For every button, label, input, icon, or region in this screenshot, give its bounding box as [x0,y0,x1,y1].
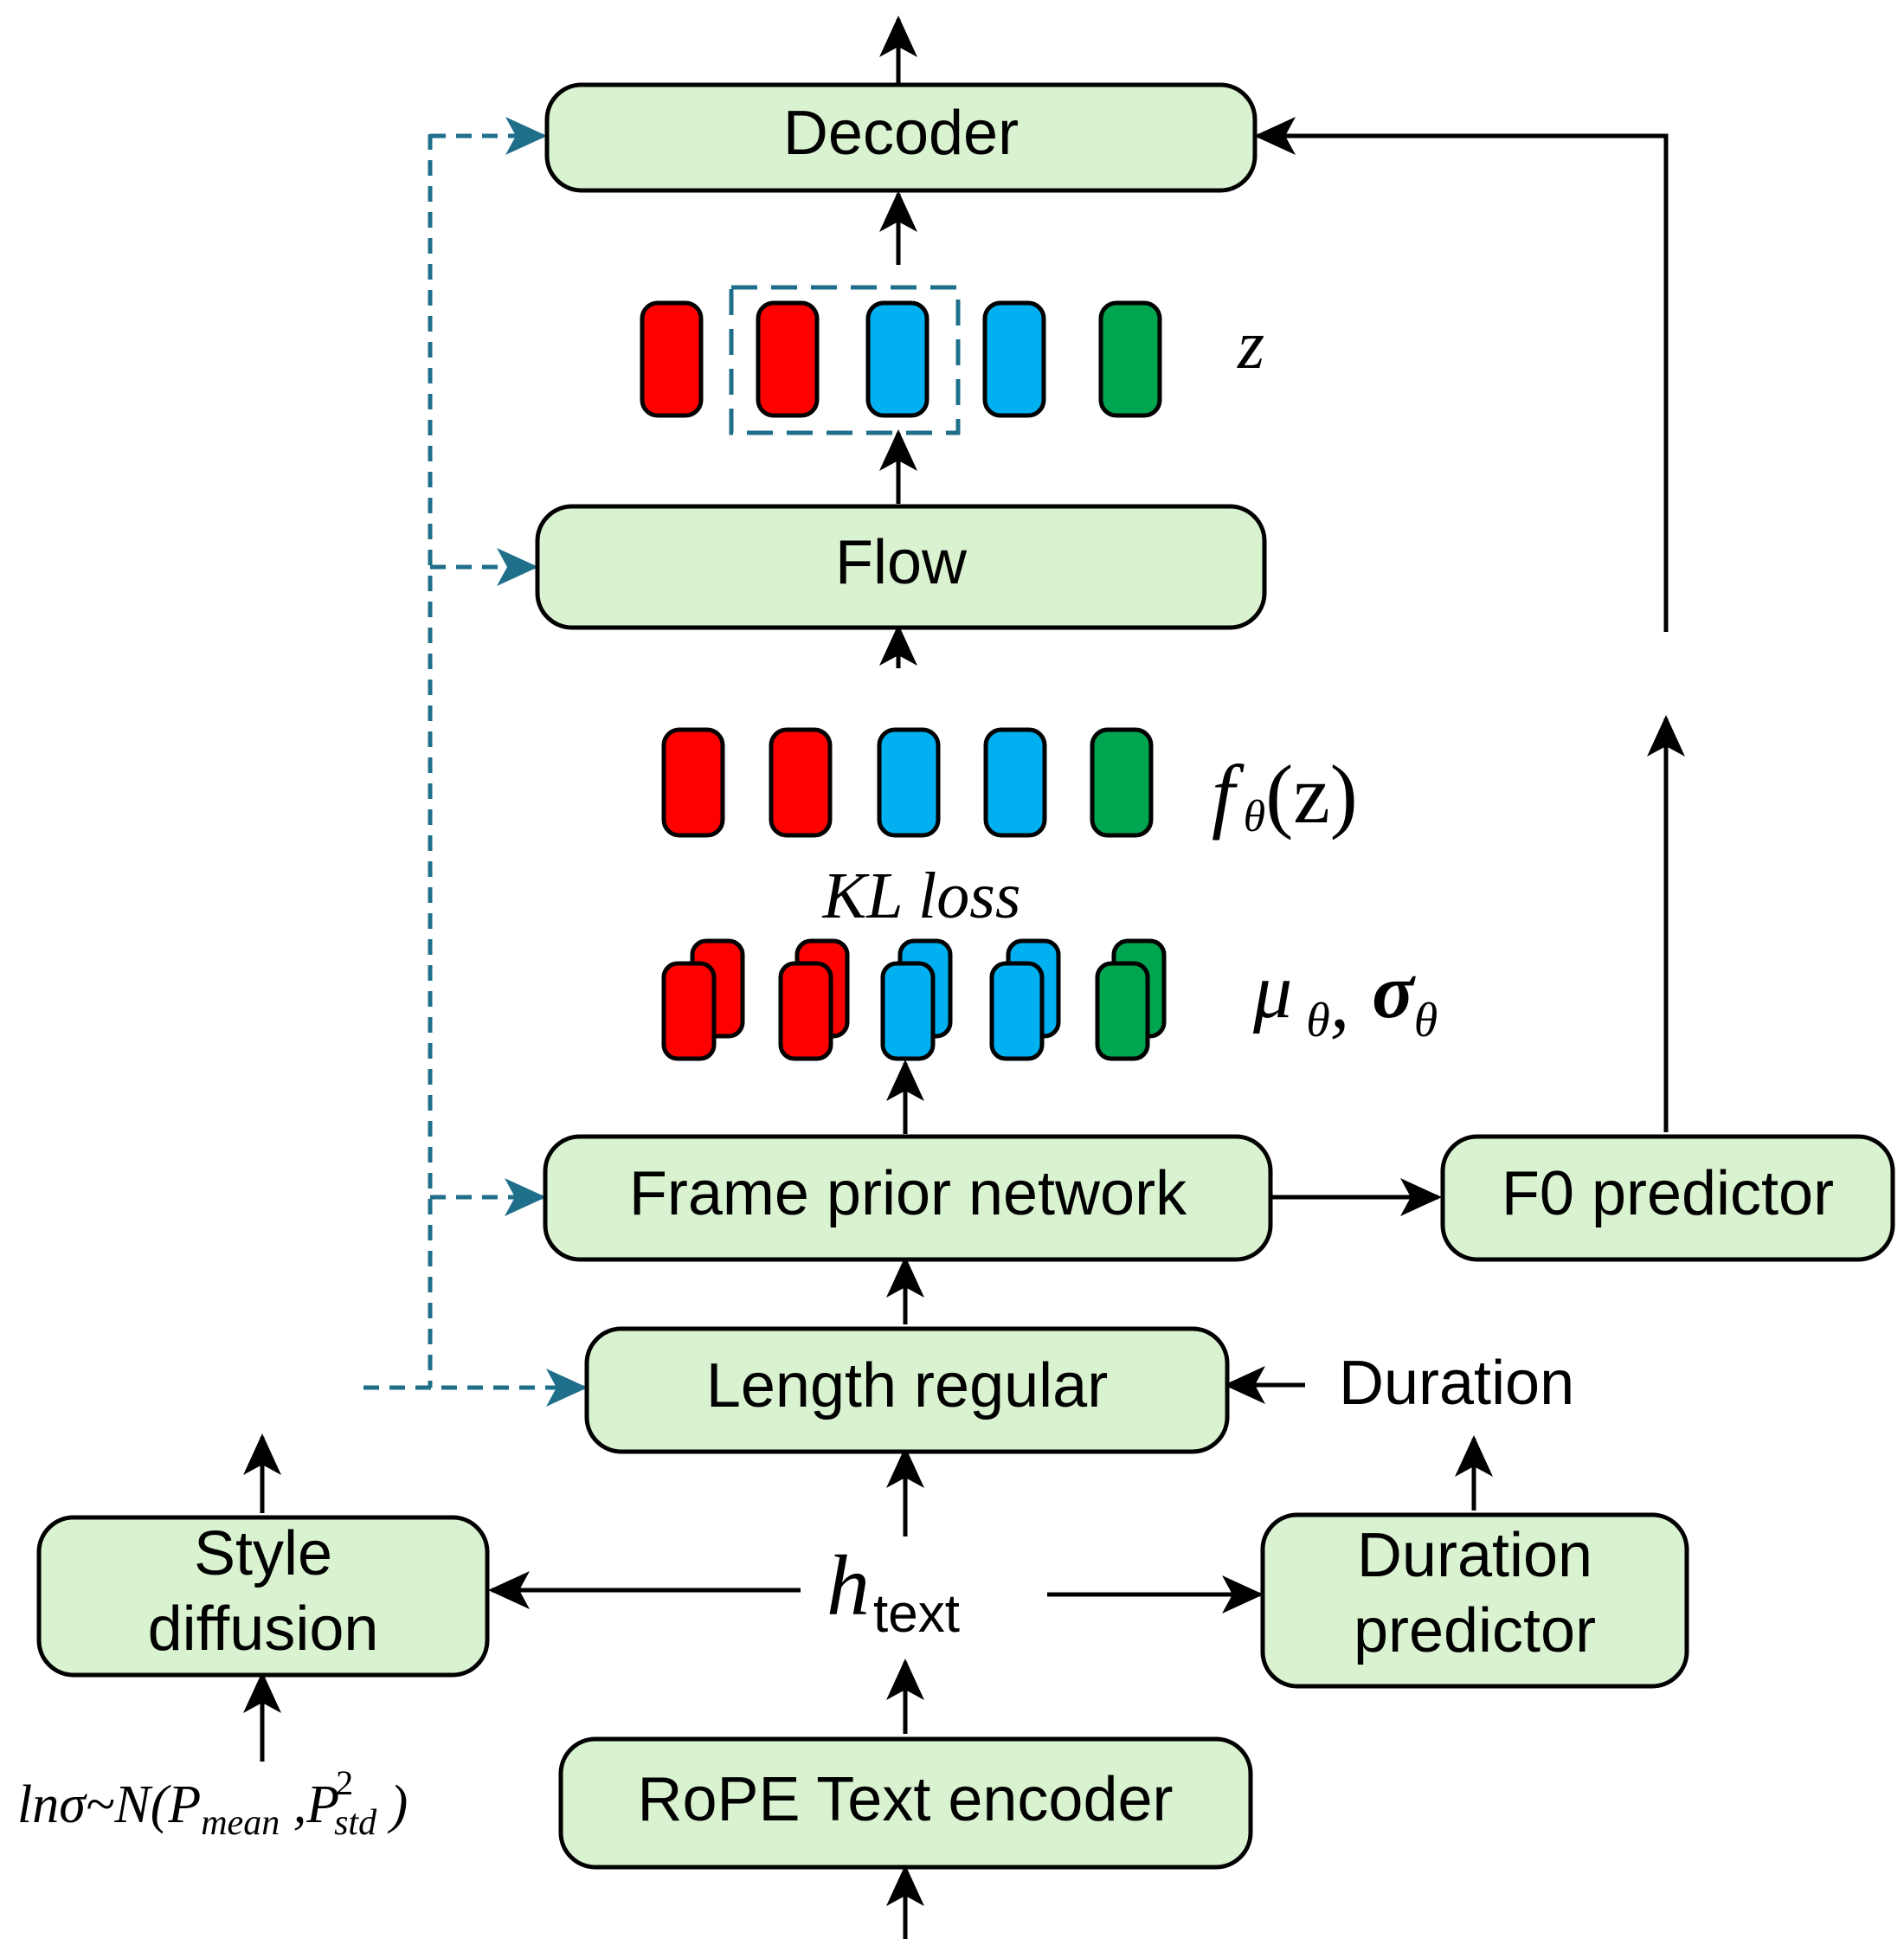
sigma-sub: θ [1414,994,1438,1047]
frame-prior-label: Frame prior network [629,1159,1187,1228]
noise-mean: mean [201,1803,280,1843]
flow-box: Flow [535,504,1267,630]
kl-loss-label: KL loss [822,860,1021,932]
z-token [982,300,1046,418]
mu-token [778,961,833,1061]
mu-token [880,961,936,1061]
duration-predictor-label-line2: predictor [1354,1596,1596,1665]
htext-label: htext [827,1537,960,1644]
z-token [640,300,704,418]
style-diffusion-label-line2: diffusion [148,1594,379,1664]
mu-sigma-token-row [661,938,1167,1061]
duration-predictor-box: Duration predictor [1260,1512,1689,1689]
length-regular-box: Length regular [584,1326,1230,1454]
h-symbol: h [827,1537,870,1633]
z-token [756,300,820,418]
frame-prior-network-box: Frame prior network [543,1134,1273,1262]
noise-prefix: lnσ~N(P [17,1775,201,1834]
mu-sigma-token-pair [880,938,953,1061]
z-selection-dashed-box [729,285,961,435]
ftheta-token-row [661,727,1154,838]
f0-predictor-label: F0 predictor [1502,1159,1834,1228]
mu-sigma-token-pair [661,938,745,1061]
mu-token [989,961,1045,1061]
ftheta-arg: (z) [1265,748,1358,841]
z-label: z [1237,307,1264,383]
mu-sigma-token-pair [989,938,1061,1061]
noise-suffix: ) [376,1775,408,1834]
h-subscript: text [873,1584,960,1644]
flow-label: Flow [835,528,968,597]
rope-text-encoder-box: RoPE Text encoder [558,1736,1253,1870]
noise-sup: 2 [336,1763,353,1802]
mu-token [661,961,717,1061]
mu-token [1095,961,1150,1061]
ftheta-token [1090,727,1154,838]
ftheta-token [769,727,833,838]
z-token-row [640,300,1162,418]
ftheta-token [877,727,941,838]
sigma-symbol: σ [1372,949,1416,1034]
ftheta-f: f [1212,748,1245,841]
mu-sigma-token-pair [1095,938,1167,1061]
length-regular-label: Length regular [706,1351,1108,1420]
mu-symbol: μ [1252,949,1292,1034]
noise-mid: ,P [280,1775,339,1834]
style-conditioning-arrows [363,117,961,1407]
comma: , [1330,959,1350,1045]
flow-arrows [243,16,1685,1939]
noise-std: std [334,1803,377,1843]
rope-encoder-label: RoPE Text encoder [637,1765,1173,1834]
mu-sub: θ [1306,994,1330,1047]
decoder-box: Decoder [544,82,1258,193]
z-token [1098,300,1162,418]
style-diffusion-label-line1: Style [194,1519,332,1588]
style-diffusion-box: Style diffusion [36,1515,490,1678]
duration-predictor-label-line1: Duration [1357,1521,1592,1590]
ftheta-token [983,727,1047,838]
ftheta-token [661,727,725,838]
f0-predictor-box: F0 predictor [1440,1134,1895,1262]
mu-sigma-token-pair [778,938,850,1061]
z-token [865,300,929,418]
decoder-label: Decoder [783,99,1019,168]
ftheta-sub: θ [1244,792,1266,841]
f0-to-decoder-arrow [1254,117,1669,632]
duration-label: Duration [1339,1349,1574,1418]
